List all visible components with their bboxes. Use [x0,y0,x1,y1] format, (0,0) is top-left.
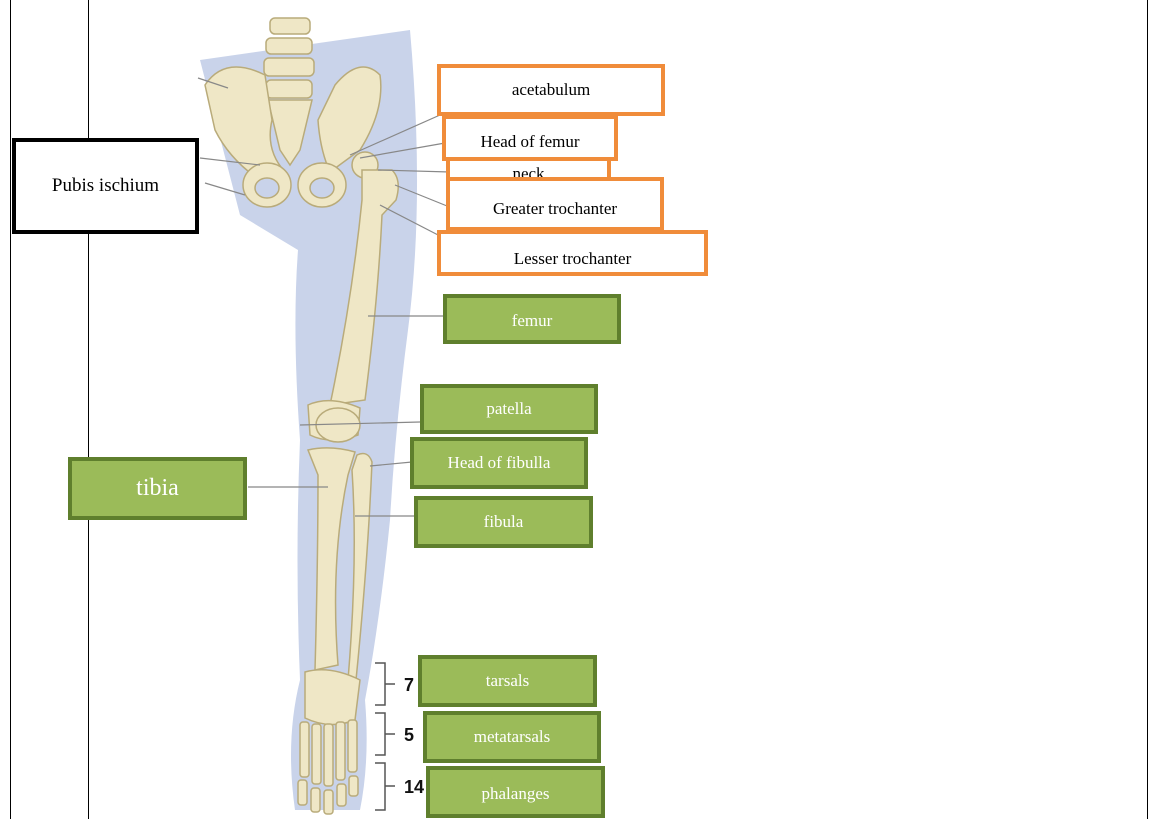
label-tarsals: tarsals [418,655,597,707]
foot-brackets [375,663,395,810]
foot-bones [298,670,360,814]
label-head-of-fibula: Head of fibulla [410,437,588,489]
tarsal-count: 7 [404,675,414,695]
label-greater-trochanter: Greater trochanter [446,177,664,231]
label-head-of-femur: Head of femur [442,115,618,161]
label-patella: patella [420,384,598,434]
phalanx-count: 14 [404,777,424,797]
label-femur: femur [443,294,621,344]
label-metatarsals: metatarsals [423,711,601,763]
metatarsal-count: 5 [404,725,414,745]
label-tibia: tibia [68,457,247,520]
label-fibula: fibula [414,496,593,548]
label-phalanges: phalanges [426,766,605,818]
label-acetabulum: acetabulum [437,64,665,116]
label-pubis-ischium: Pubis ischium [12,138,199,234]
label-lesser-trochanter: Lesser trochanter [437,230,708,276]
